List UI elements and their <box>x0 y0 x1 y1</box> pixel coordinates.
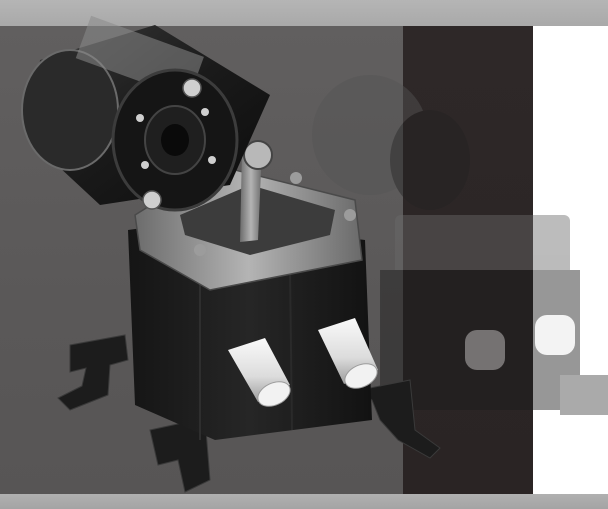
connecting-rod <box>240 140 273 242</box>
motor-end-cap <box>111 68 239 212</box>
outlet-hose-fitting <box>318 318 378 389</box>
white-background-panel <box>533 26 608 494</box>
mounting-feet <box>57 334 441 493</box>
bottom-band <box>0 494 608 509</box>
dark-background-panel <box>403 26 533 494</box>
inlet-hose-fitting <box>228 338 291 407</box>
ghost-pump <box>312 75 608 415</box>
